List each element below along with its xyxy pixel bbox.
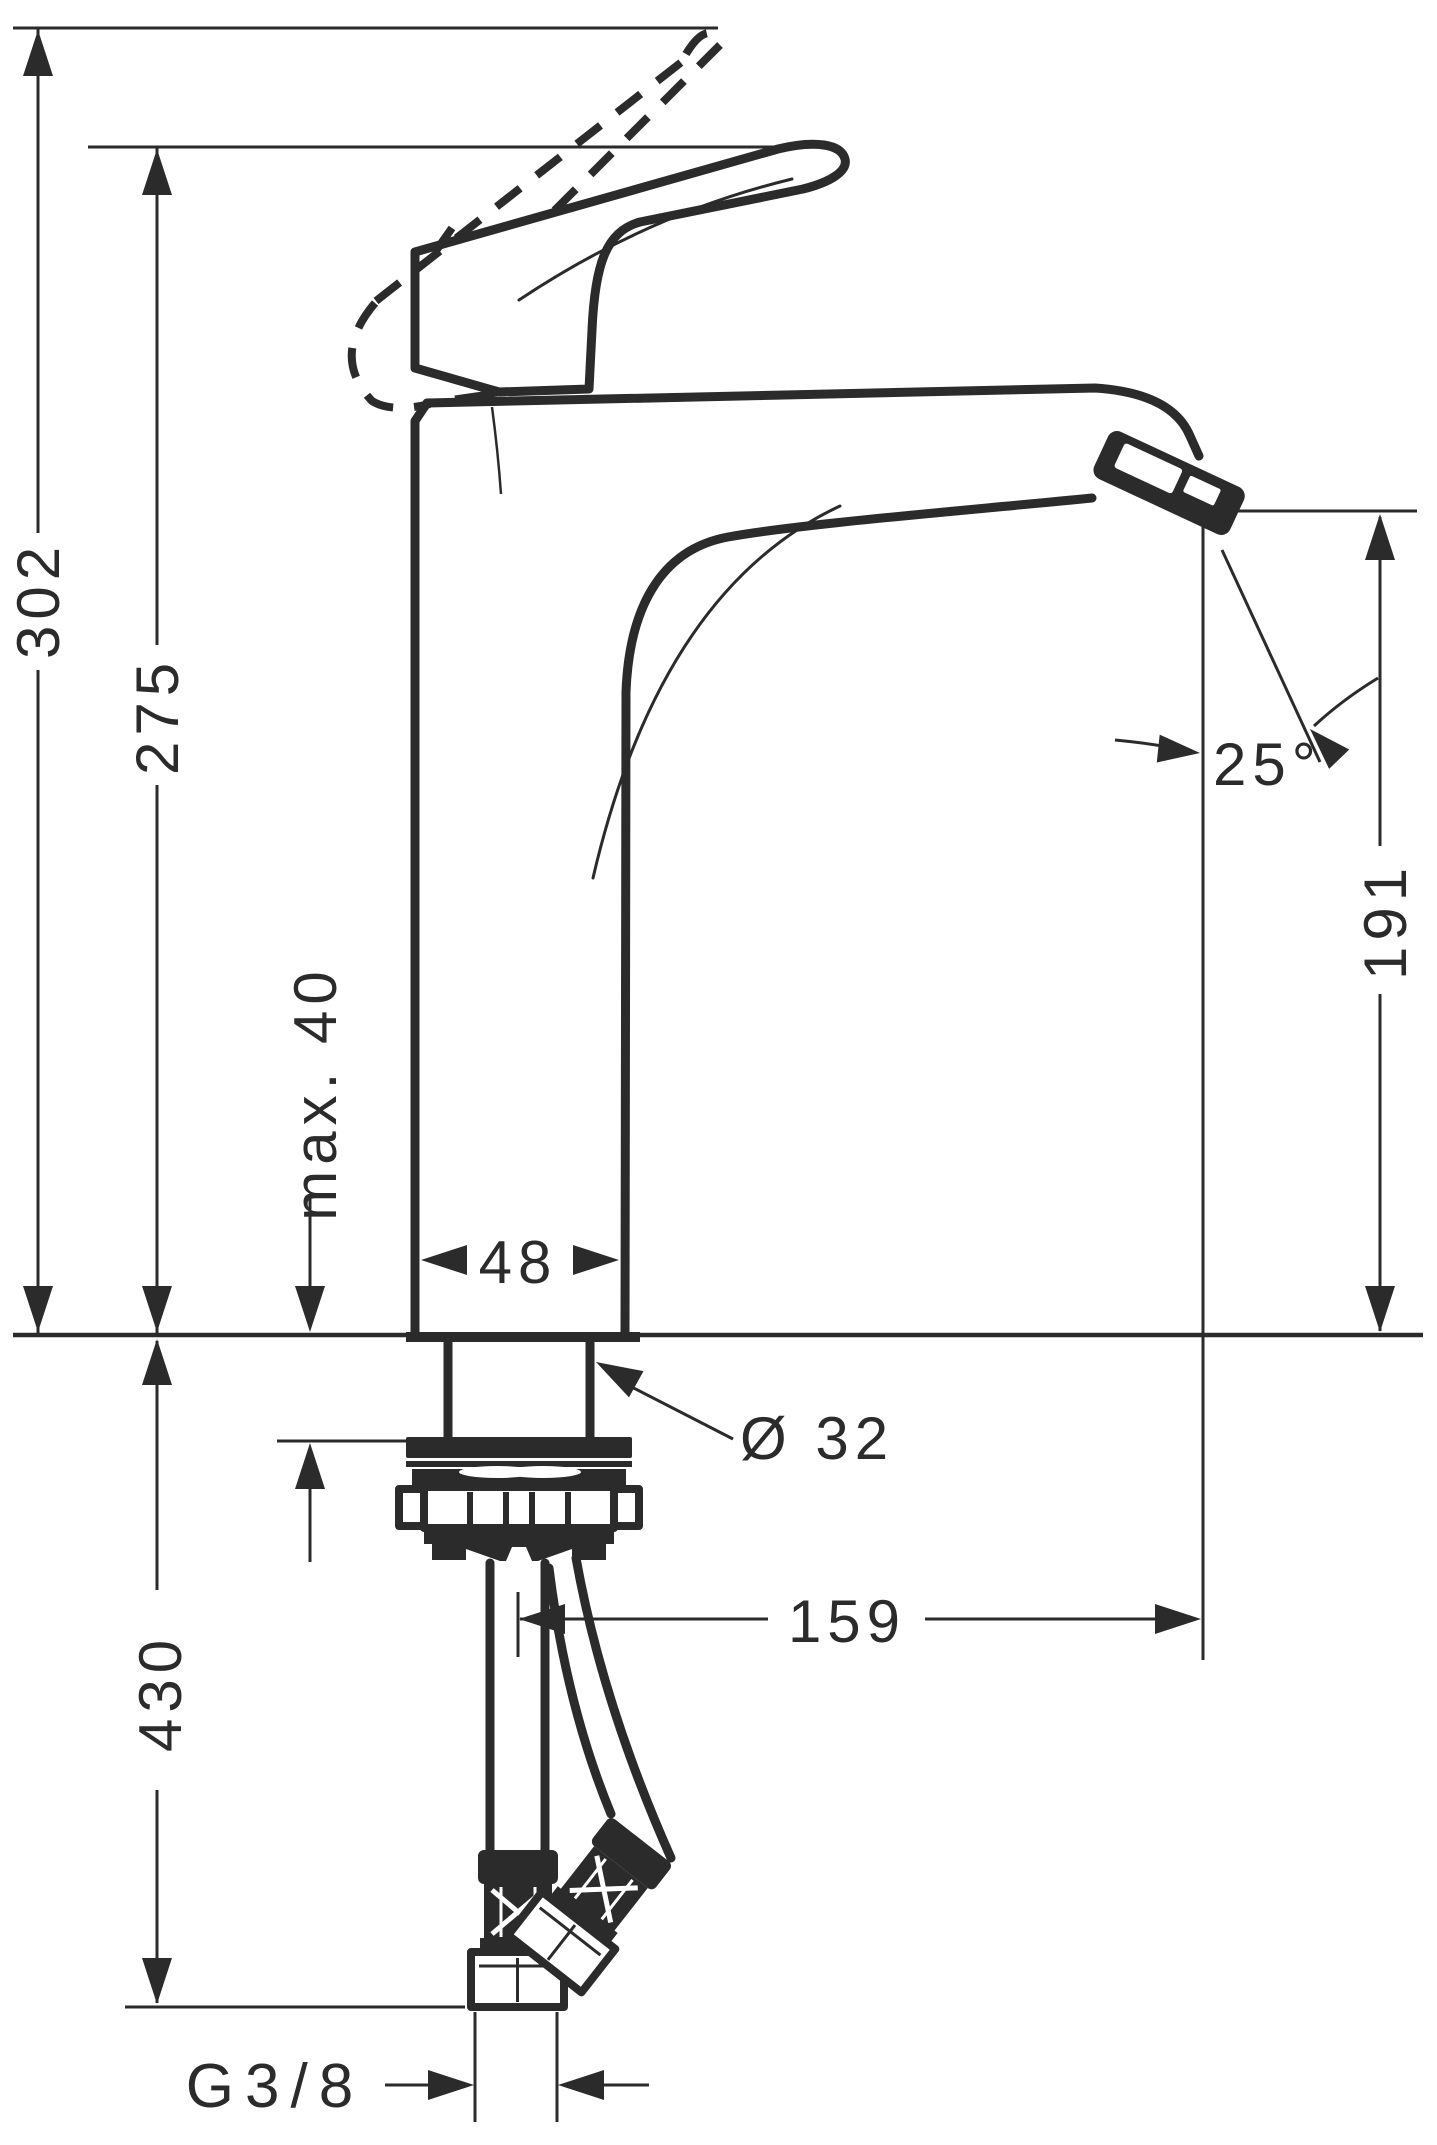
aerator-inset — [1114, 443, 1183, 494]
raised-handle-base-arc — [347, 300, 431, 412]
arrowhead — [558, 2070, 604, 2100]
dimension-191-label: 191 — [1352, 862, 1419, 980]
dimension-159: 159 — [519, 1588, 1201, 1655]
handle-base-foot — [454, 389, 498, 403]
arrowhead — [573, 1245, 619, 1275]
dimension-159-label: 159 — [788, 1588, 906, 1655]
dimension-191: 191 — [1352, 514, 1419, 1332]
raised-handle-bottom-edge — [543, 42, 723, 222]
extension-lines — [13, 26, 1417, 2122]
dimension-max-40: max. 40 — [282, 965, 349, 1562]
dimension-48-label: 48 — [479, 1229, 558, 1296]
spout-underside-and-body-right-edge — [620, 493, 1097, 1338]
angle-reference-line — [1220, 549, 1322, 763]
body-left-and-spout-top-edge — [410, 383, 1204, 1338]
nut-tab-right — [610, 1485, 643, 1530]
dimension-302: 302 — [5, 28, 72, 1333]
angle-25-label: 25° — [1213, 731, 1322, 798]
handle-outline — [410, 139, 850, 397]
arrowhead — [1155, 1604, 1201, 1634]
arrowhead — [1365, 514, 1395, 560]
arrowhead — [23, 1286, 53, 1332]
mounting-hardware — [395, 1336, 643, 1561]
cartridge-seam-line — [490, 406, 503, 495]
arrowhead — [23, 30, 53, 76]
dimension-max40-label: max. 40 — [282, 965, 349, 1220]
arrowhead — [1156, 734, 1202, 767]
nut-center-block — [466, 1526, 572, 1561]
dimension-275: 275 — [124, 147, 191, 1333]
arrowhead — [421, 1245, 467, 1275]
dimension-48: 48 — [421, 1229, 619, 1296]
nut-step-right — [560, 1526, 614, 1544]
deck-line — [13, 1332, 1423, 1342]
dimension-302-label: 302 — [5, 541, 72, 659]
callout-angle-25: 25° — [1114, 549, 1379, 798]
dimension-275-label: 275 — [124, 657, 191, 775]
arrowhead — [295, 1286, 325, 1332]
nut-step-left — [424, 1526, 478, 1544]
gasket-gap-right — [505, 1466, 581, 1478]
arrowhead — [1365, 1286, 1395, 1332]
callout-diameter-32: Ø 32 — [588, 1348, 894, 1472]
faucet-body-outline — [410, 383, 1204, 1338]
dimension-430: 430 — [127, 1339, 194, 2004]
washer-lip — [406, 1461, 632, 1467]
angled-hose-tube-right — [571, 1553, 676, 1863]
supply-hose-angled — [508, 1553, 678, 1992]
diameter-32-label: Ø 32 — [740, 1405, 894, 1472]
handle — [410, 139, 850, 403]
arrowhead — [142, 1286, 172, 1332]
arrowhead — [142, 149, 172, 195]
arrowhead — [142, 1958, 172, 2004]
aerator — [1093, 431, 1245, 535]
nut-foot-right — [572, 1544, 606, 1560]
dimension-430-label: 430 — [127, 1634, 194, 1752]
spout-blend-curve — [591, 504, 842, 880]
thread-g38-label: G3/8 — [186, 2052, 364, 2121]
nut-foot-left — [432, 1544, 466, 1560]
arrowhead — [428, 2070, 474, 2100]
raised-handle-top-edge — [373, 53, 691, 305]
handle-blend-curve — [517, 177, 794, 302]
mounting-shank — [443, 1336, 595, 1442]
angled-hose-tube-left — [544, 1563, 616, 1819]
raised-handle-base-edge — [424, 225, 456, 265]
handle-raised-dashed — [347, 28, 727, 412]
nut-ribs — [467, 1492, 571, 1524]
dimension-g38: G3/8 — [186, 2052, 649, 2121]
ext-lines-g38 — [473, 2012, 559, 2122]
arrowhead — [142, 1339, 172, 1385]
mounting-nut — [420, 1483, 618, 1532]
raised-handle-tip — [682, 28, 727, 57]
metal-washer — [406, 1437, 632, 1458]
nut-center-notch — [506, 1547, 532, 1561]
aerator-rim — [1183, 475, 1221, 506]
nut-tab-left — [395, 1485, 428, 1530]
arrowhead — [295, 1443, 325, 1489]
